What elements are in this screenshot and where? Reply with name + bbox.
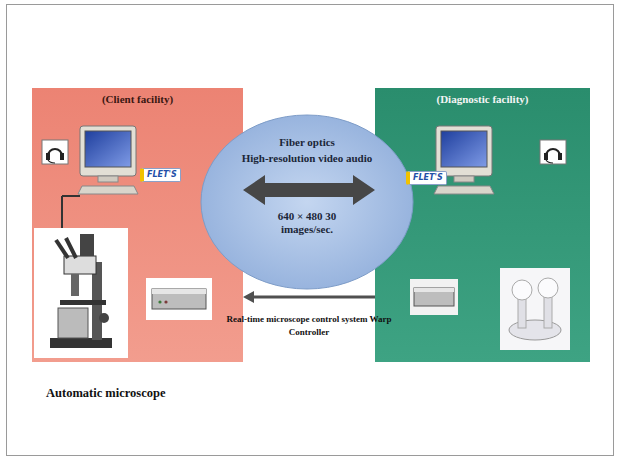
controller-box (410, 279, 458, 315)
badge-text: FLET'S (147, 170, 177, 180)
edge-label: Real-time microscope control system Warp… (225, 313, 393, 339)
controller-box (146, 278, 212, 320)
microscope-figure (58, 308, 88, 338)
joystick-controller (512, 280, 532, 300)
headset-icon (540, 140, 566, 164)
node-text: High-resolution video audio (200, 152, 414, 165)
headset-icon (42, 140, 68, 164)
computer-monitor (454, 176, 474, 182)
computer-monitor (98, 176, 118, 182)
microscope-figure (60, 300, 106, 305)
headset-icon (546, 160, 553, 163)
node-text: 640 × 480 30 images/sec. (267, 210, 347, 236)
computer-monitor (78, 186, 138, 194)
headset-icon (48, 160, 55, 163)
headset-icon (546, 149, 560, 156)
microscope-figure (34, 228, 128, 358)
flets-badge: FLET'S (406, 171, 447, 185)
computer-monitor (434, 186, 494, 194)
controller-box (410, 279, 458, 315)
computer-monitor (78, 126, 138, 194)
cable-line (61, 196, 63, 228)
node-text: (Diagnostic facility) (375, 93, 590, 106)
microscope-figure (71, 274, 79, 296)
control-arrow (243, 291, 375, 303)
controller-box (158, 300, 161, 303)
node-text: Fiber optics (200, 136, 414, 149)
headset-icon (46, 153, 50, 160)
computer-monitor (436, 126, 492, 176)
controller-box (414, 288, 454, 292)
ellipse-outline (201, 115, 413, 289)
joystick-controller (538, 278, 558, 298)
joystick-controller (544, 296, 552, 328)
controller-box (146, 278, 212, 320)
caption-label: Automatic microscope (46, 386, 166, 401)
microscope-figure (80, 234, 94, 256)
outer-frame (7, 5, 614, 456)
headset-icon (42, 140, 68, 164)
joystick-controller (500, 268, 570, 350)
microscope-figure (92, 262, 102, 340)
controller-box (152, 289, 206, 309)
headset-icon (544, 153, 548, 160)
microscope-figure (64, 256, 96, 274)
cable-line (62, 195, 80, 197)
flets-badge: FLET'S (140, 168, 181, 182)
badge-text: FLET'S (413, 173, 443, 183)
label-text: Automatic microscope (46, 386, 166, 401)
joystick-controller (500, 268, 570, 350)
microscope-figure (56, 240, 68, 258)
joystick-controller (518, 298, 526, 328)
network-ellipse: Fiber opticsHigh-resolution video audio 6… (200, 114, 414, 290)
video-link-arrow (243, 175, 375, 205)
edge-label-text: Real-time microscope control system Warp… (225, 313, 393, 339)
microscope-figure (99, 313, 109, 323)
node-text: (Client facility) (32, 93, 243, 106)
headset-icon (48, 149, 62, 156)
headset-icon (558, 153, 562, 160)
computer-monitor (441, 131, 487, 167)
controller-box (152, 289, 206, 294)
microscope-figure (50, 338, 112, 348)
cable-line (62, 196, 80, 228)
microscope-figure (34, 228, 128, 358)
headset-icon (540, 140, 566, 164)
computer-monitor (85, 131, 131, 167)
controller-box (164, 300, 167, 303)
controller-box (414, 288, 454, 306)
outer-frame (7, 5, 614, 456)
microscope-figure (66, 238, 76, 258)
joystick-controller (509, 320, 561, 340)
headset-icon (60, 153, 64, 160)
computer-monitor (80, 126, 136, 176)
